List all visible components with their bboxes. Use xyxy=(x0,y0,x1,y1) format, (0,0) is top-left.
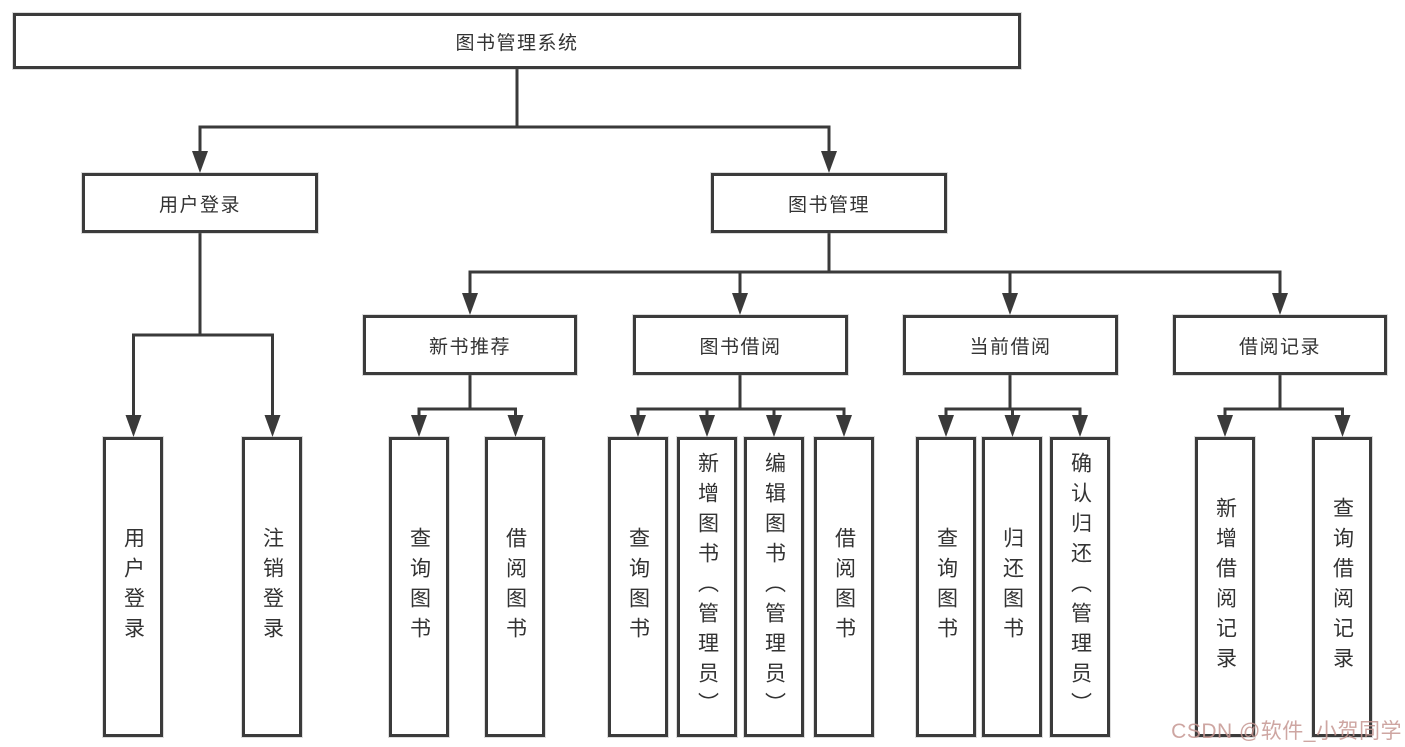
arrowhead xyxy=(630,415,646,437)
arrowhead xyxy=(264,415,281,437)
leaf-borrow-books-2: 借阅图书 xyxy=(814,437,874,737)
node-label: 当前借阅 xyxy=(969,336,1052,358)
arrowhead xyxy=(1004,415,1021,437)
leaf-add-borrow-record: 新增借阅记录 xyxy=(1195,437,1255,737)
node-label: 归还图书 xyxy=(1000,527,1024,647)
leaf-confirm-return-admin: 确认归还（管理员） xyxy=(1050,437,1110,737)
leaf-query-books-3: 查询图书 xyxy=(916,437,976,737)
node-label: 新增图书（管理员） xyxy=(695,452,719,722)
node-system-root: 图书管理系统 xyxy=(13,13,1021,69)
leaf-borrow-books-1: 借阅图书 xyxy=(485,437,545,737)
connector-user-login-children xyxy=(125,233,281,437)
node-label: 查询借阅记录 xyxy=(1330,497,1354,677)
leaf-query-books-1: 查询图书 xyxy=(389,437,449,737)
connector-borrow-record-children xyxy=(1217,375,1351,437)
connector-current-borrow-children xyxy=(938,375,1088,437)
node-label: 用户登录 xyxy=(158,194,241,216)
arrowhead xyxy=(836,415,852,437)
arrowhead xyxy=(1072,415,1088,437)
csdn-watermark: CSDN @软件_小贺同学 xyxy=(1171,720,1402,743)
node-label: 图书管理系统 xyxy=(455,32,579,54)
leaf-edit-books-admin: 编辑图书（管理员） xyxy=(744,437,804,737)
node-label: 查询图书 xyxy=(626,527,650,647)
arrowhead xyxy=(821,151,837,173)
node-label: 借阅记录 xyxy=(1238,336,1321,358)
node-label: 新增借阅记录 xyxy=(1213,497,1237,677)
connector-book-borrow-children xyxy=(630,375,852,437)
arrowhead xyxy=(1334,415,1351,437)
arrowhead xyxy=(125,415,142,437)
arrowhead xyxy=(732,293,748,315)
node-label: 注销登录 xyxy=(260,527,284,647)
arrowhead xyxy=(1002,293,1018,315)
node-label: 用户登录 xyxy=(121,527,145,647)
arrowhead xyxy=(192,151,208,173)
connector-new-book-children xyxy=(411,375,524,437)
node-label: 查询图书 xyxy=(934,527,958,647)
node-new-book-recommend: 新书推荐 xyxy=(363,315,577,375)
connector-book-mgmt-children xyxy=(462,233,1288,315)
node-label: 查询图书 xyxy=(407,527,431,647)
node-label: 确认归还（管理员） xyxy=(1068,452,1092,722)
connector-root-to-level2 xyxy=(192,69,837,173)
node-label: 图书借阅 xyxy=(699,336,782,358)
node-user-login: 用户登录 xyxy=(82,173,318,233)
node-book-management: 图书管理 xyxy=(711,173,947,233)
node-label: 借阅图书 xyxy=(503,527,527,647)
arrowhead xyxy=(1272,293,1288,315)
node-label: 新书推荐 xyxy=(428,336,511,358)
arrowhead xyxy=(766,415,782,437)
arrowhead xyxy=(411,415,427,437)
arrowhead xyxy=(462,293,478,315)
node-label: 图书管理 xyxy=(787,194,870,216)
leaf-return-books: 归还图书 xyxy=(982,437,1042,737)
leaf-user-login: 用户登录 xyxy=(103,437,163,737)
leaf-logout: 注销登录 xyxy=(242,437,302,737)
arrowhead xyxy=(938,415,954,437)
node-current-borrow: 当前借阅 xyxy=(903,315,1118,375)
arrowhead xyxy=(699,415,715,437)
leaf-query-books-2: 查询图书 xyxy=(608,437,668,737)
arrowhead xyxy=(1217,415,1233,437)
leaf-add-books-admin: 新增图书（管理员） xyxy=(677,437,737,737)
arrowhead xyxy=(507,415,524,437)
leaf-query-borrow-record: 查询借阅记录 xyxy=(1312,437,1372,737)
node-borrow-records: 借阅记录 xyxy=(1173,315,1387,375)
node-label: 编辑图书（管理员） xyxy=(762,452,786,722)
node-label: 借阅图书 xyxy=(832,527,856,647)
node-book-borrow: 图书借阅 xyxy=(633,315,848,375)
